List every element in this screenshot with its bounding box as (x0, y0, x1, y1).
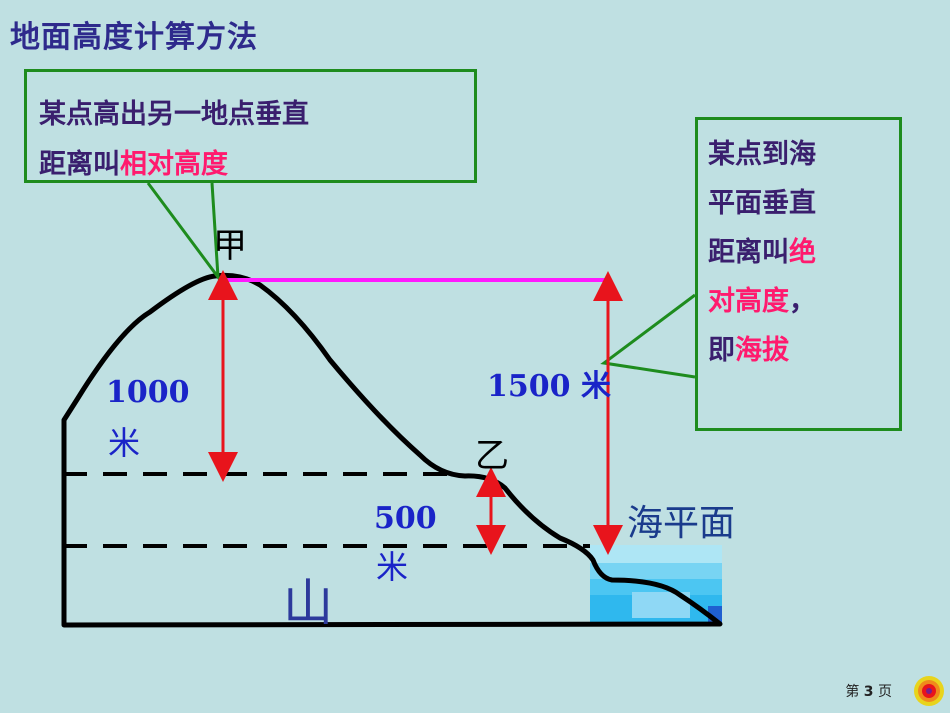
page-prefix: 第 (845, 684, 860, 700)
label-point-b: 乙 (475, 436, 509, 476)
callout-relative-height: 某点高出另一地点垂直 距离叫相对高度 (24, 69, 477, 183)
callout-relative-prefix: 距离叫 (39, 149, 120, 180)
page-num-value: 3 (863, 684, 874, 700)
label-mountain: 山 (283, 574, 333, 632)
callout-absolute-prefix: 距离叫 (708, 237, 789, 268)
page-number: 第 3 页 (845, 681, 892, 701)
mountain-outline (61, 272, 723, 628)
callout-absolute-height: 某点到海 平面垂直 距离叫绝 对高度， 即海拔 (695, 117, 902, 431)
term-altitude: 海拔 (735, 335, 789, 366)
callout-absolute-comma: ， (789, 286, 816, 317)
callout-leader-right (600, 293, 696, 379)
measure-500-unit: 米 (376, 548, 409, 586)
term-absolute-part2: 对高度 (708, 286, 789, 317)
page-title: 地面高度计算方法 (10, 20, 258, 55)
callout-leader-left (146, 182, 220, 282)
target-icon[interactable] (912, 674, 946, 708)
label-sea-level: 海平面 (627, 503, 736, 544)
callout-relative-line1: 某点高出另一地点垂直 (39, 99, 309, 130)
callout-absolute-line3: 距离叫绝 (708, 228, 891, 277)
measure-1500: 1500 米 (487, 369, 611, 404)
measure-500-value: 500 (374, 501, 437, 536)
callout-absolute-line1: 某点到海 (708, 139, 816, 170)
term-relative-height: 相对高度 (120, 149, 228, 180)
callout-absolute-ji: 即 (708, 335, 735, 366)
page-suffix: 页 (878, 684, 892, 700)
term-absolute-part1: 绝 (789, 237, 816, 268)
callout-absolute-line2: 平面垂直 (708, 188, 816, 219)
callout-absolute-line4: 对高度， (708, 277, 891, 326)
callout-relative-line2: 距离叫相对高度 (39, 140, 464, 190)
measure-1000-unit: 米 (108, 424, 141, 462)
callout-absolute-line5: 即海拔 (708, 326, 891, 375)
label-peak: 甲 (213, 226, 247, 266)
measure-1000-value: 1000 (106, 375, 190, 410)
